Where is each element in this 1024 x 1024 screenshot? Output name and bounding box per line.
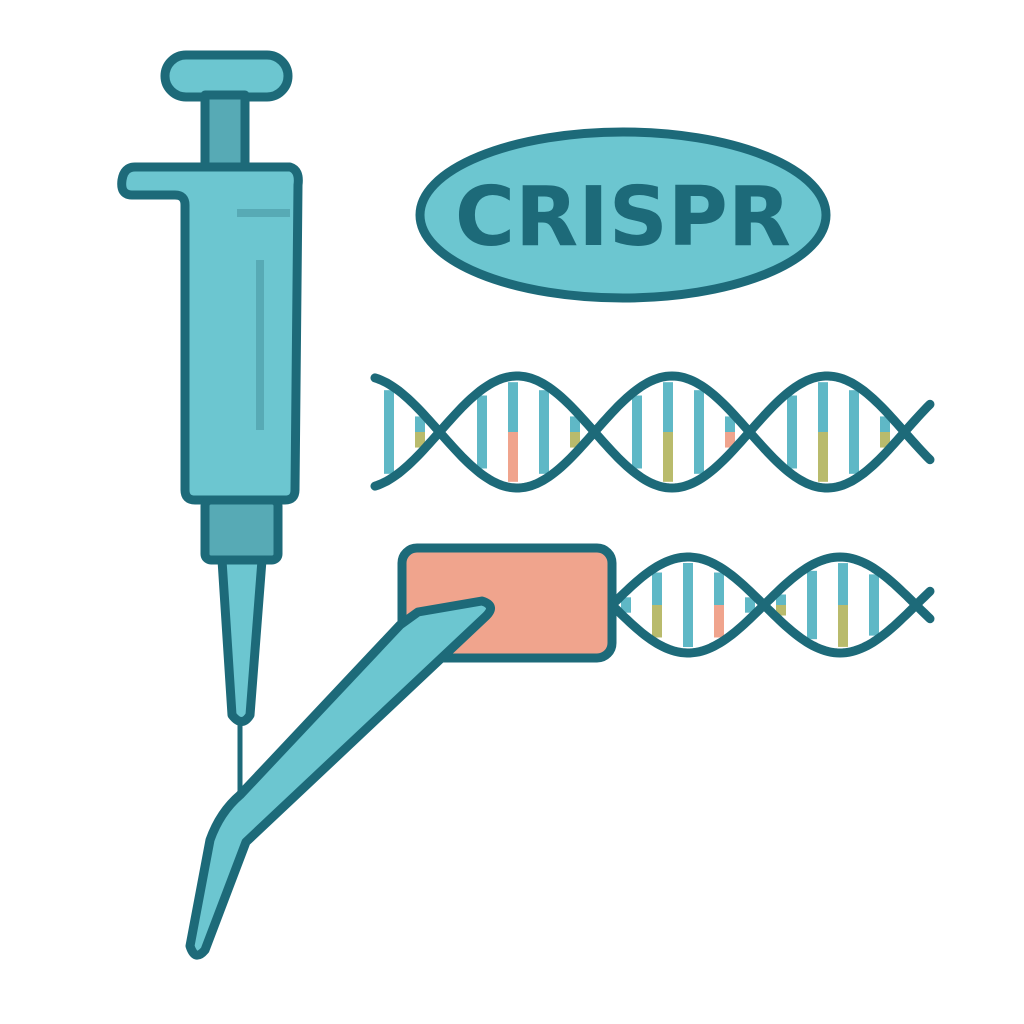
base-pair-rung bbox=[621, 597, 631, 605]
dna-helix-top bbox=[370, 371, 935, 493]
base-pair-rung bbox=[776, 594, 786, 605]
cas9-tweezer bbox=[185, 596, 495, 960]
base-pair-rung bbox=[818, 382, 828, 432]
base-pair-rung bbox=[725, 416, 735, 432]
base-pair-rung bbox=[880, 416, 890, 432]
base-pair-rung bbox=[415, 432, 425, 448]
base-pair-rung bbox=[694, 432, 704, 474]
base-pair-rung bbox=[663, 382, 673, 432]
base-pair-rung bbox=[787, 432, 797, 469]
base-pair-rung bbox=[838, 563, 848, 605]
base-pair-rung bbox=[818, 432, 828, 482]
base-pair-rung bbox=[869, 574, 879, 605]
base-pair-rung bbox=[477, 432, 487, 469]
base-pair-rung bbox=[477, 395, 487, 432]
tip-collar bbox=[200, 495, 283, 565]
pipette-body bbox=[117, 162, 303, 505]
base-pair-rung bbox=[632, 432, 642, 469]
base-pair-rung bbox=[838, 605, 848, 647]
dna-helix-bottom bbox=[607, 552, 935, 658]
base-pair-rung bbox=[683, 605, 693, 647]
base-pair-rung bbox=[570, 416, 580, 432]
dna-strand-2 bbox=[370, 371, 935, 493]
dna-strand-2 bbox=[607, 552, 935, 658]
base-pair-rung bbox=[869, 605, 879, 636]
base-pair-rung bbox=[539, 390, 549, 432]
base-pair-rung bbox=[745, 605, 755, 613]
plunger-stem bbox=[200, 90, 250, 172]
label-ellipse bbox=[415, 127, 831, 303]
base-pair-rung bbox=[508, 432, 518, 482]
base-pair-rung bbox=[880, 432, 890, 448]
base-pair-rung bbox=[632, 395, 642, 432]
dna-strand-1 bbox=[370, 371, 935, 493]
base-pair-rung bbox=[776, 605, 786, 616]
base-pair-rung bbox=[663, 432, 673, 482]
base-pair-rung bbox=[807, 570, 817, 605]
base-pair-rung bbox=[539, 432, 549, 474]
base-pair-rung bbox=[652, 605, 662, 638]
base-pair-rung bbox=[621, 605, 631, 613]
base-pair-rung bbox=[570, 432, 580, 448]
dna-strand-1 bbox=[607, 552, 935, 658]
base-pair-rung bbox=[384, 390, 394, 432]
label-text: CRISPR bbox=[455, 170, 791, 265]
base-pair-rung bbox=[714, 572, 724, 605]
base-pair-rung bbox=[745, 597, 755, 605]
base-pair-rung bbox=[849, 432, 859, 474]
base-pair-rung bbox=[807, 605, 817, 640]
base-pair-rung bbox=[508, 382, 518, 432]
base-pair-rung bbox=[725, 432, 735, 448]
base-pair-rung bbox=[683, 563, 693, 605]
base-pair-rung bbox=[714, 605, 724, 638]
crispr-label: CRISPR bbox=[415, 127, 831, 303]
pipette bbox=[117, 50, 303, 840]
base-pair-rung bbox=[787, 395, 797, 432]
base-pair-rung bbox=[384, 432, 394, 474]
base-pair-rung bbox=[849, 390, 859, 432]
base-pair-rung bbox=[415, 416, 425, 432]
base-pair-rung bbox=[652, 572, 662, 605]
pipette-tip bbox=[217, 555, 267, 726]
base-pair-rung bbox=[694, 390, 704, 432]
